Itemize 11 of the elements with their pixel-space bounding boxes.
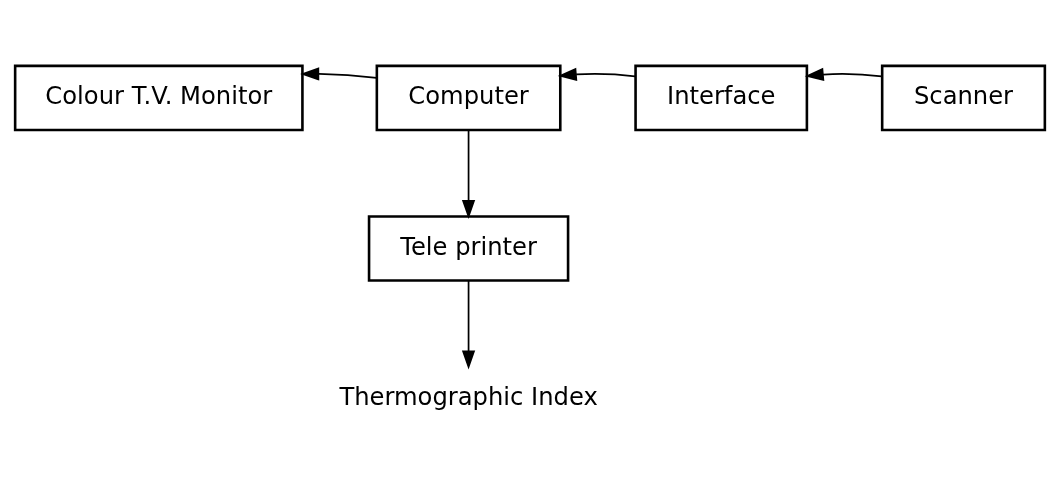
node-box: Interface bbox=[634, 64, 809, 131]
node-text: Thermographic Index bbox=[339, 382, 598, 411]
node-box: Computer bbox=[375, 64, 562, 131]
arrow bbox=[804, 67, 883, 81]
arrow bbox=[557, 67, 636, 81]
node-box: Tele printer bbox=[367, 214, 570, 282]
node-box: Scanner bbox=[880, 64, 1047, 131]
arrow bbox=[461, 279, 476, 369]
arrow bbox=[300, 66, 378, 81]
arrow bbox=[461, 128, 476, 219]
node-box: Colour T.V. Monitor bbox=[13, 64, 304, 131]
